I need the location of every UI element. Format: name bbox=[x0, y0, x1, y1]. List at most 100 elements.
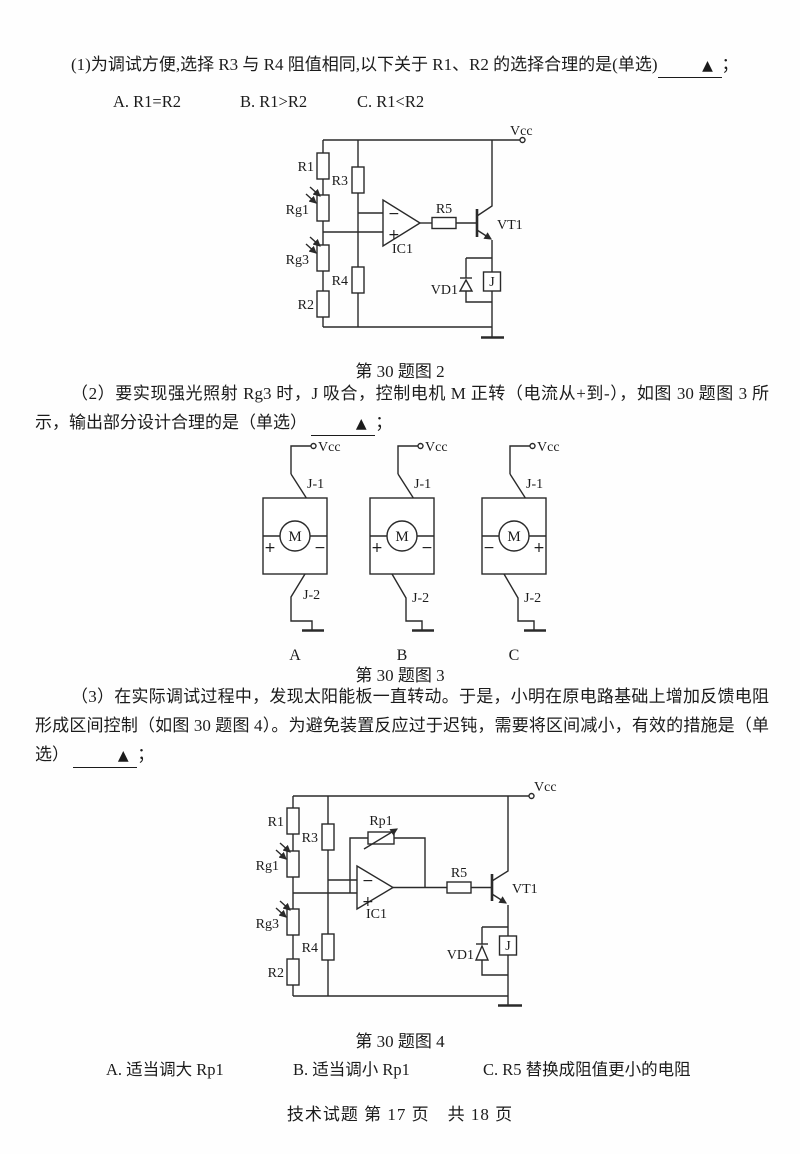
fig2-r2-label: R2 bbox=[298, 298, 314, 313]
fig3c-motor-label: M bbox=[507, 529, 520, 545]
figure-30-4-caption: 第 30 题图 4 bbox=[355, 1032, 445, 1051]
fig3a-option-label: A bbox=[289, 647, 301, 664]
figure-30-2-circuit: Vcc R1 R3 Rg1 Rg3 R4 R2 − + IC1 R5 VT1 V… bbox=[286, 124, 533, 339]
fig4-r1-resistor bbox=[286, 807, 300, 835]
question-1-suffix: ； bbox=[721, 55, 739, 74]
fig3c-j2-label: J-2 bbox=[524, 591, 541, 606]
fig4-light-arrow-icon bbox=[275, 849, 287, 860]
fig2-rg1-photoresistor bbox=[316, 194, 330, 222]
fig4-r1-label: R1 bbox=[268, 815, 284, 830]
question-3-text: （3）在实际调试过程中，发现太阳能板一直转动。于是，小明在原电路基础上增加反馈电… bbox=[35, 687, 769, 764]
fig3c-j2-switch bbox=[503, 573, 535, 630]
fig3c-j1-switch bbox=[509, 473, 527, 500]
fig3c-labels: Vcc J-1 M − + J-2 C bbox=[483, 440, 559, 664]
fig4-vt1-emitter bbox=[491, 893, 507, 904]
answer-blank-2: ▲ bbox=[311, 415, 376, 436]
fig2-r5-label: R5 bbox=[436, 202, 452, 217]
fig4-rp1-wiper-arrow bbox=[363, 828, 398, 850]
fig3c-option-label: C bbox=[509, 647, 520, 664]
fig4-rg1-photoresistor bbox=[286, 850, 300, 878]
question-2-text: （2）要实现强光照射 Rg3 时，J 吸合，控制电机 M 正转（电流从+到-），… bbox=[35, 384, 769, 432]
fig4-r2-label: R2 bbox=[268, 966, 284, 981]
fig4-rg3-label: Rg3 bbox=[256, 917, 279, 932]
fig3b-option-label: B bbox=[397, 647, 408, 664]
fig2-rg1-label: Rg1 bbox=[286, 203, 309, 218]
figure-30-3-caption: 第 30 题图 3 bbox=[355, 666, 445, 685]
answer-triangle-1: ▲ bbox=[702, 58, 713, 74]
fig4-opamp-triangle bbox=[356, 864, 395, 911]
fig4-r5-label: R5 bbox=[451, 866, 467, 881]
fig4-r4-label: R4 bbox=[302, 941, 318, 956]
fig4-vcc-label: Vcc bbox=[534, 780, 557, 795]
fig3c-polarity-right: + bbox=[533, 540, 545, 556]
fig3b-vcc-label: Vcc bbox=[425, 440, 448, 455]
fig3b-polarity-left: + bbox=[371, 540, 383, 556]
fig2-opamp-plus: + bbox=[388, 227, 400, 243]
fig2-r4-resistor bbox=[351, 266, 365, 294]
fig3c-wires bbox=[481, 442, 547, 632]
q1-option-b: B. R1>R2 bbox=[240, 92, 308, 111]
fig4-r2-resistor bbox=[286, 958, 300, 986]
fig3a-polarity-right: − bbox=[314, 540, 326, 556]
fig4-rp1-label: Rp1 bbox=[369, 814, 392, 829]
fig3b-motor-label: M bbox=[395, 529, 408, 545]
fig2-r3-resistor bbox=[351, 166, 365, 194]
figure-30-3-option-b: Vcc J-1 M + − J-2 B bbox=[369, 440, 448, 664]
q1-option-a: A. R1=R2 bbox=[113, 92, 181, 111]
answer-triangle-3: ▲ bbox=[117, 748, 129, 764]
fig3a-j2-switch bbox=[290, 573, 313, 630]
fig3b-vcc-terminal bbox=[417, 442, 424, 450]
fig2-vcc-terminal bbox=[519, 136, 526, 144]
fig2-r5-resistor bbox=[431, 216, 457, 230]
fig3a-j1-label: J-1 bbox=[307, 477, 324, 492]
fig3a-polarity-left: + bbox=[264, 540, 276, 556]
fig3b-wires bbox=[369, 442, 435, 632]
fig4-r3-label: R3 bbox=[302, 831, 318, 846]
fig4-vcc-terminal bbox=[528, 792, 535, 800]
fig2-light-arrow-icon bbox=[305, 243, 317, 254]
fig2-light-arrow-icon bbox=[309, 236, 321, 247]
fig2-relay-label: J bbox=[489, 275, 495, 290]
fig3a-vcc-label: Vcc bbox=[318, 440, 341, 455]
fig3b-j2-switch bbox=[391, 573, 423, 630]
fig3b-j2-label: J-2 bbox=[412, 591, 429, 606]
q3-option-b: B. 适当调小 Rp1 bbox=[293, 1060, 410, 1079]
fig4-vd1-label: VD1 bbox=[447, 948, 474, 963]
fig2-light-arrow-icon bbox=[309, 186, 321, 197]
fig2-r3-label: R3 bbox=[332, 174, 348, 189]
fig3a-j1-switch bbox=[290, 473, 308, 500]
q3-option-c: C. R5 替换成阻值更小的电阻 bbox=[483, 1060, 691, 1079]
fig3a-motor-label: M bbox=[288, 529, 301, 545]
fig3c-polarity-left: − bbox=[483, 540, 495, 556]
fig2-r1-resistor bbox=[316, 152, 330, 180]
fig3a-j2-label: J-2 bbox=[303, 588, 320, 603]
question-1-text: (1)为调试方便,选择 R3 与 R4 阻值相同,以下关于 R1、R2 的选择合… bbox=[71, 55, 658, 74]
fig2-rg3-photoresistor bbox=[316, 244, 330, 272]
question-2: （2）要实现强光照射 Rg3 时，J 吸合，控制电机 M 正转（电流从+到-），… bbox=[35, 379, 769, 437]
fig2-r4-label: R4 bbox=[332, 274, 348, 289]
q3-option-a: A. 适当调大 Rp1 bbox=[106, 1060, 224, 1079]
fig4-wires bbox=[275, 792, 535, 1007]
question-3-suffix: ； bbox=[137, 745, 155, 764]
fig2-vt1-label: VT1 bbox=[497, 218, 523, 233]
question-1: (1)为调试方便,选择 R3 与 R4 阻值相同,以下关于 R1、R2 的选择合… bbox=[35, 50, 769, 79]
fig4-opamp-minus: − bbox=[362, 873, 374, 889]
fig4-rg3-photoresistor bbox=[286, 908, 300, 936]
answer-triangle-2: ▲ bbox=[355, 416, 367, 432]
fig2-labels: Vcc R1 R3 Rg1 Rg3 R4 R2 − + IC1 R5 VT1 V… bbox=[286, 124, 533, 313]
fig4-light-arrow-icon bbox=[279, 842, 291, 853]
fig4-rg1-label: Rg1 bbox=[256, 859, 279, 874]
fig4-ic1-label: IC1 bbox=[366, 907, 387, 922]
fig3b-j1-label: J-1 bbox=[414, 477, 431, 492]
fig4-relay-label: J bbox=[505, 939, 511, 954]
fig2-opamp-minus: − bbox=[388, 206, 400, 222]
fig3b-labels: Vcc J-1 M + − J-2 B bbox=[371, 440, 447, 664]
fig2-ic1-label: IC1 bbox=[392, 242, 413, 257]
page-footer: 技术试题 第 17 页 共 18 页 bbox=[286, 1105, 514, 1124]
fig4-vd1-diode bbox=[474, 944, 490, 961]
fig4-r4-resistor bbox=[321, 933, 335, 961]
fig4-r3-resistor bbox=[321, 823, 335, 851]
fig3b-j1-switch bbox=[397, 473, 415, 500]
fig2-opamp-triangle bbox=[382, 198, 422, 248]
